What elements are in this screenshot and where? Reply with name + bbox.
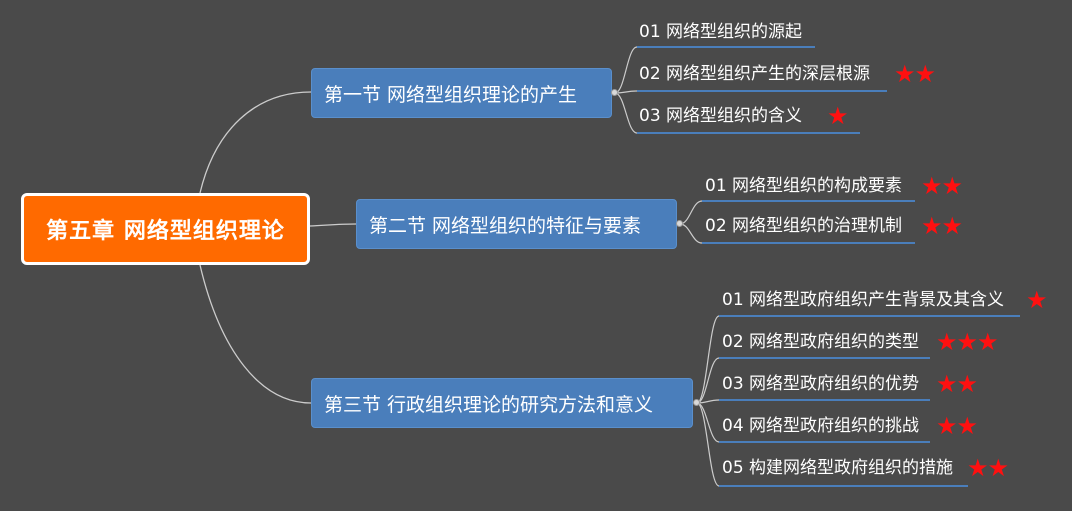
section-1-collapse-dot[interactable] (611, 89, 618, 96)
root-to-section-2-line (309, 223, 357, 227)
star-rating-3-1: ★ (1026, 286, 1047, 314)
star-rating-1-3: ★ (827, 102, 848, 130)
leaf-topic-1-1[interactable]: 01 网络型组织的源起 (639, 22, 803, 42)
leaf-topic-3-1[interactable]: 01 网络型政府组织产生背景及其含义 (722, 290, 1005, 310)
section-3-branch-line-2 (696, 357, 720, 404)
section-label: 第一节 网络型组织理论的产生 (324, 83, 578, 106)
section-3-branch-line-5 (696, 402, 720, 487)
section-3-topic[interactable]: 第三节 行政组织理论的研究方法和意义 (311, 378, 693, 428)
star-rating-3-2: ★★★ (936, 328, 999, 356)
leaf-topic-3-3[interactable]: 03 网络型政府组织的优势 (722, 374, 920, 394)
section-2-collapse-dot[interactable] (676, 220, 683, 227)
leaf-topic-1-3[interactable]: 03 网络型组织的含义 (639, 106, 803, 126)
star-rating-2-1: ★★ (921, 172, 963, 200)
star-rating-1-2: ★★ (894, 60, 936, 88)
root-topic-label: 第五章 网络型组织理论 (46, 219, 285, 244)
section-2-topic[interactable]: 第二节 网络型组织的特征与要素 (356, 199, 677, 249)
section-2-branch-line-2 (679, 223, 703, 244)
section-3-collapse-dot[interactable] (693, 399, 700, 406)
section-3-branch-line-1 (696, 315, 720, 404)
leaf-topic-1-2[interactable]: 02 网络型组织产生的深层根源 (639, 64, 871, 84)
leaf-topic-2-2[interactable]: 02 网络型组织的治理机制 (705, 216, 903, 236)
section-1-topic[interactable]: 第一节 网络型组织理论的产生 (311, 68, 612, 118)
section-label: 第二节 网络型组织的特征与要素 (369, 214, 642, 237)
section-1-branch-line-3 (614, 92, 638, 134)
section-label: 第三节 行政组织理论的研究方法和意义 (324, 393, 654, 416)
star-rating-3-4: ★★ (936, 412, 978, 440)
section-2-branch-line-1 (679, 200, 703, 225)
star-rating-3-5: ★★ (967, 454, 1009, 482)
leaf-topic-2-1[interactable]: 01 网络型组织的构成要素 (705, 176, 903, 196)
star-rating-2-2: ★★ (921, 212, 963, 240)
star-rating-3-3: ★★ (936, 370, 978, 398)
leaf-topic-3-4[interactable]: 04 网络型政府组织的挑战 (722, 416, 920, 436)
root-to-section-3-line (199, 264, 312, 404)
root-to-section-1-line (199, 91, 312, 194)
section-1-branch-line-1 (614, 46, 638, 94)
section-3-branch-line-4 (696, 402, 720, 443)
leaf-topic-3-2[interactable]: 02 网络型政府组织的类型 (722, 332, 920, 352)
root-topic[interactable]: 第五章 网络型组织理论 (21, 193, 310, 265)
leaf-topic-3-5[interactable]: 05 构建网络型政府组织的措施 (722, 458, 954, 478)
